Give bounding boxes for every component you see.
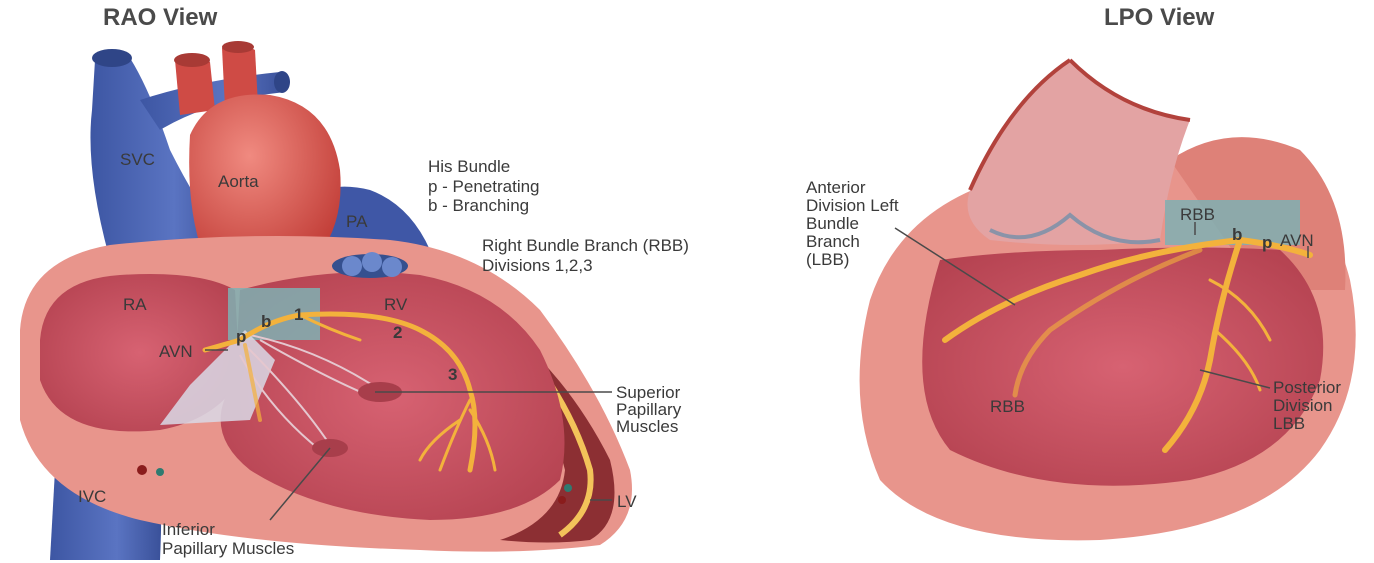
rbb-label-line1: Right Bundle Branch (RBB) <box>482 236 689 256</box>
posterior-division-label-1: Posterior <box>1273 378 1341 398</box>
rao-title: RAO View <box>103 4 217 32</box>
avn-label: AVN <box>159 342 193 362</box>
svc-label: SVC <box>120 150 155 170</box>
his-b-marker: b <box>261 312 271 332</box>
posterior-division-label-2: Division <box>1273 396 1333 416</box>
his-penetrating-label: p - Penetrating <box>428 177 540 197</box>
ra-label: RA <box>123 295 147 315</box>
rbb-division-3: 3 <box>448 365 457 385</box>
aorta-label: Aorta <box>218 172 259 192</box>
pa-label: PA <box>346 212 367 232</box>
inferior-papillary-label-2: Papillary Muscles <box>162 539 294 559</box>
superior-papillary-label-3: Muscles <box>616 417 678 437</box>
lpo-p-marker: p <box>1262 233 1272 253</box>
rbb-division-1: 1 <box>294 305 303 325</box>
anterior-division-label-1: Anterior <box>806 178 866 198</box>
lpo-rbb-top-label: RBB <box>1180 205 1215 225</box>
lpo-b-marker: b <box>1232 225 1242 245</box>
anterior-division-label-4: Branch <box>806 232 860 252</box>
rv-label: RV <box>384 295 407 315</box>
lpo-avn-label: AVN <box>1280 231 1314 251</box>
lpo-rbb-bottom-label: RBB <box>990 397 1025 417</box>
lpo-aorta <box>968 60 1191 245</box>
lpo-title: LPO View <box>1104 4 1214 32</box>
his-branching-label: b - Branching <box>428 196 529 216</box>
anterior-division-label-2: Division Left <box>806 196 899 216</box>
inferior-papillary-label-1: Inferior <box>162 520 215 540</box>
rbb-division-2: 2 <box>393 323 402 343</box>
rbb-label-line2: Divisions 1,2,3 <box>482 256 593 276</box>
his-bundle-title: His Bundle <box>428 157 510 177</box>
ivc-label: IVC <box>78 487 106 507</box>
lv-label: LV <box>617 492 637 512</box>
lpo-heart <box>860 60 1356 540</box>
rao-heart <box>20 41 632 560</box>
his-p-marker: p <box>236 327 246 347</box>
anterior-division-label-5: (LBB) <box>806 250 849 270</box>
anterior-division-label-3: Bundle <box>806 214 859 234</box>
posterior-division-label-3: LBB <box>1273 414 1305 434</box>
